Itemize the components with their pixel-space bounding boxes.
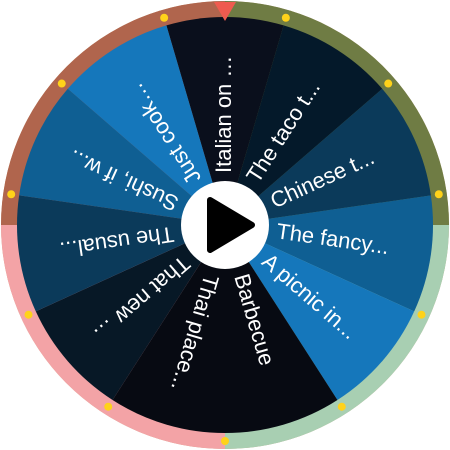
wheel-segment [112,225,225,433]
wheel-peg [7,190,16,199]
wheel-peg [337,402,346,411]
wheel-peg [221,437,229,445]
wheel-peg [434,190,443,199]
wheel-segment [225,225,338,433]
wheel-peg [160,13,169,22]
wheel-peg [57,79,66,88]
wheel-segment [35,225,225,400]
wheel-segment [17,195,225,312]
wheel-segment-label: Italian on … [211,56,236,173]
wheel-segment [166,17,284,225]
play-icon[interactable] [207,197,255,253]
wheel-pegs [7,13,443,445]
wheel-peg [417,310,426,319]
wheel-segment [225,195,433,312]
pointer-icon [214,2,236,21]
wheel-peg [384,79,393,88]
wheel-segments [17,17,433,433]
wheel-peg [24,310,33,319]
wheel-segment [225,225,415,400]
wheel-segment [19,88,226,225]
wheel-segment [67,25,225,226]
wheel-segment [225,25,383,226]
wheel-peg [281,13,290,22]
wheel-peg [104,402,113,411]
wheel-segment [225,88,431,225]
spin-button[interactable] [181,181,269,269]
